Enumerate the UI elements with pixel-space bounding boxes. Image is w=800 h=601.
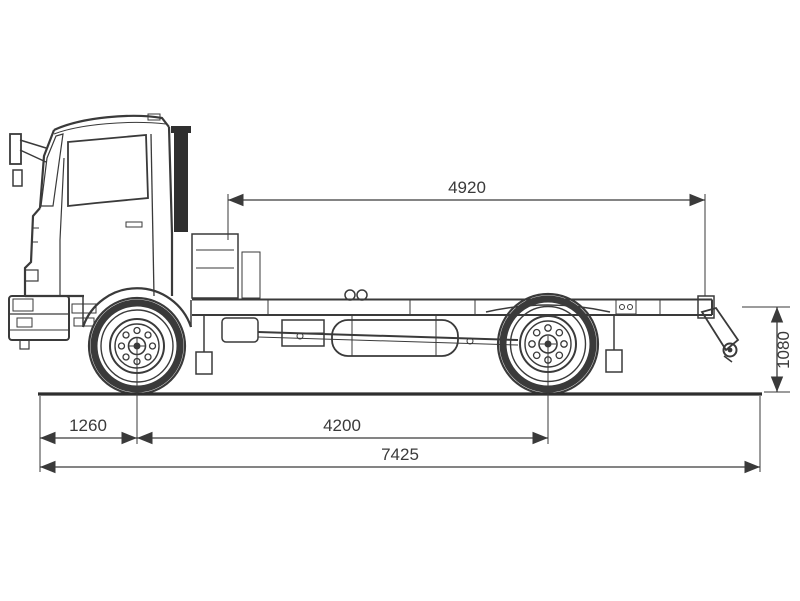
door-seam xyxy=(150,133,155,297)
cab xyxy=(23,113,193,328)
front-bumper xyxy=(8,295,97,350)
rear-hitch xyxy=(697,295,740,363)
tow-pin xyxy=(19,339,30,350)
side-mirrors xyxy=(9,133,47,187)
driveshaft xyxy=(221,317,519,346)
dimension-rear-frame-height: 1080 xyxy=(770,307,793,392)
rear-leaf-spring xyxy=(485,304,611,313)
cab-step-upper xyxy=(71,303,97,314)
fuel-tank xyxy=(331,315,459,357)
mirror-wide-angle xyxy=(12,169,23,187)
chassis-frame-rail xyxy=(192,298,713,316)
dimension-wheelbase: 4200 xyxy=(137,416,548,445)
air-horns xyxy=(344,289,368,301)
dimension-front-overhang: 1260 xyxy=(40,416,137,445)
cab-step-lower xyxy=(73,317,95,327)
fog-lamp xyxy=(16,317,33,328)
mudflap-front xyxy=(195,315,213,375)
front-wheel-arch xyxy=(81,287,193,328)
headlight xyxy=(24,269,39,282)
license-plate xyxy=(12,298,34,312)
battery-box xyxy=(281,319,325,347)
exhaust-stack xyxy=(171,126,191,232)
dimension-label-rear-frame-height: 1080 xyxy=(774,331,793,369)
dimension-label-frame-behind-cab: 4920 xyxy=(448,178,486,197)
dimension-label-wheelbase: 4200 xyxy=(323,416,361,435)
rear-frame-fittings xyxy=(615,299,637,315)
windshield xyxy=(40,133,64,207)
dimension-label-front-overhang: 1260 xyxy=(69,416,107,435)
mudflap-rear xyxy=(605,315,623,373)
door-handle xyxy=(125,221,143,228)
dimension-overall-length: 7425 xyxy=(40,445,760,474)
behind-cab-equipment xyxy=(191,233,261,299)
roof-marker-lamp xyxy=(147,113,161,121)
dimension-label-overall-length: 7425 xyxy=(381,445,419,464)
dimension-frame-behind-cab: 4920 xyxy=(228,178,705,207)
door-window xyxy=(67,134,149,208)
mirror-main xyxy=(9,133,22,165)
